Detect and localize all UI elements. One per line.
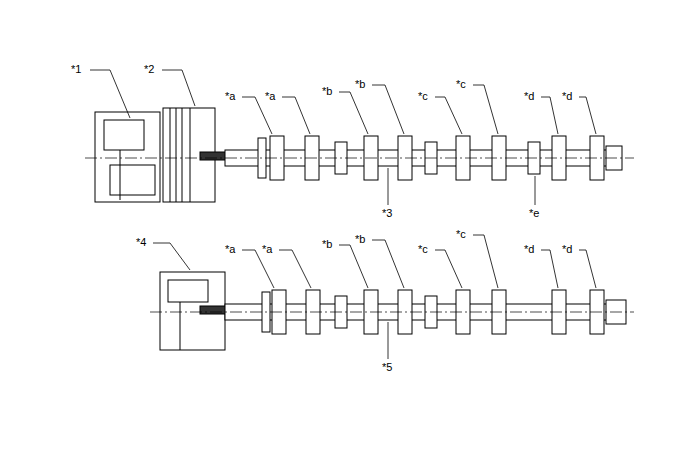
callout-label: *d (523, 243, 535, 256)
callout-label: *d (561, 243, 573, 256)
callout-label: *c (417, 90, 429, 103)
callout-label: *d (561, 90, 573, 103)
callout-label: *a (261, 243, 273, 256)
callout-label: *e (528, 207, 540, 220)
callout-label: *b (321, 85, 333, 98)
callout-label: *2 (143, 63, 155, 76)
callout-label: *1 (70, 63, 82, 76)
leader-lines (90, 70, 596, 359)
callout-label: *c (455, 228, 467, 241)
callout-label: *c (417, 243, 429, 256)
callout-label: *b (321, 238, 333, 251)
callout-label: *b (354, 233, 366, 246)
callout-label: *3 (381, 207, 393, 220)
callout-label: *d (523, 90, 535, 103)
callout-label: *a (264, 90, 276, 103)
callout-label: *a (224, 243, 236, 256)
callout-label: *c (455, 78, 467, 91)
callout-label: *5 (381, 361, 393, 374)
callout-label: *4 (135, 236, 147, 249)
callout-label: *b (354, 78, 366, 91)
callout-label: *a (224, 90, 236, 103)
